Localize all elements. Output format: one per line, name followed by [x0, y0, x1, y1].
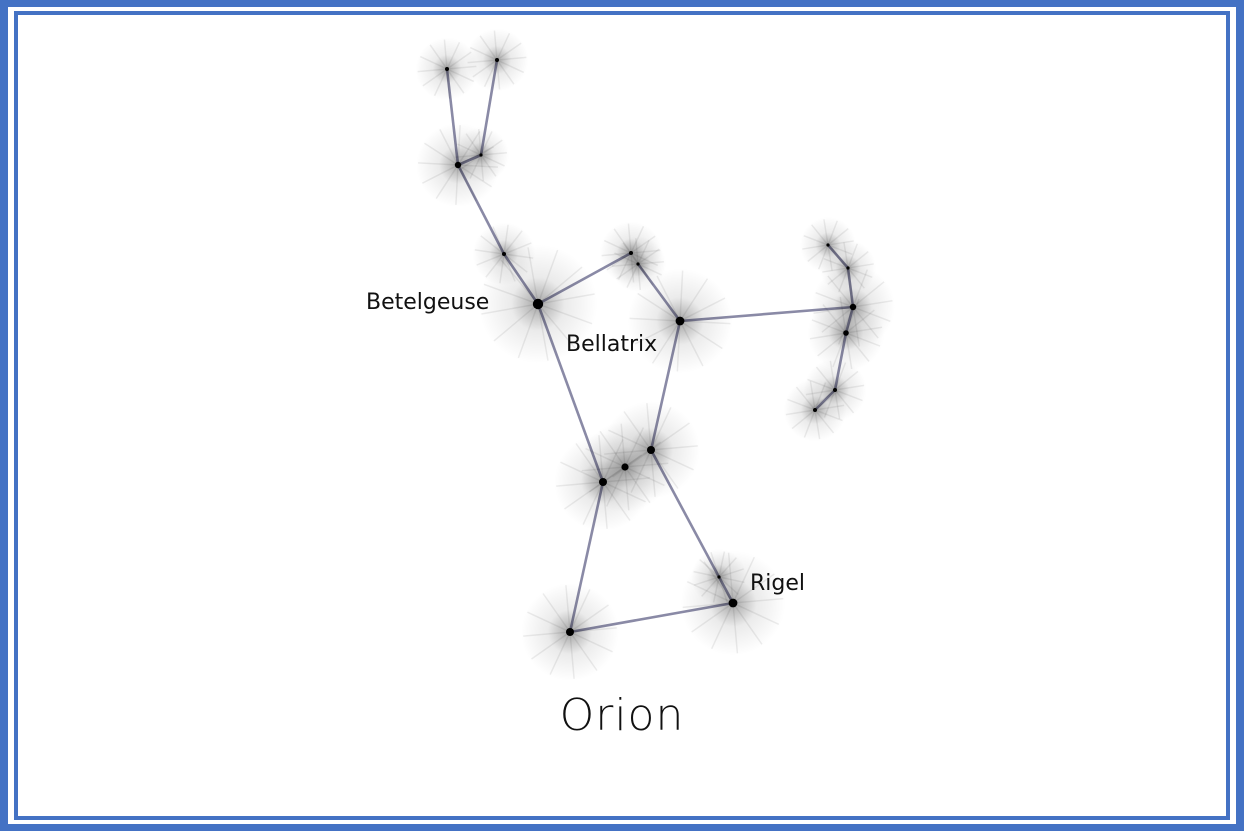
star-club2: [466, 29, 529, 92]
star-bellatrix: [628, 269, 733, 374]
label-bellatrix: Bellatrix: [566, 332, 657, 357]
label-rigel: Rigel: [750, 571, 805, 596]
star-beltW: [554, 433, 652, 531]
star-saiph: [521, 583, 619, 681]
star-rigelB: [691, 549, 747, 605]
label-betelgeuse: Betelgeuse: [366, 290, 489, 315]
star-sh4: [808, 295, 885, 372]
star-shoulderL: [416, 123, 500, 207]
constellation-title: Orion: [0, 690, 1244, 741]
star-sh6: [784, 379, 847, 442]
